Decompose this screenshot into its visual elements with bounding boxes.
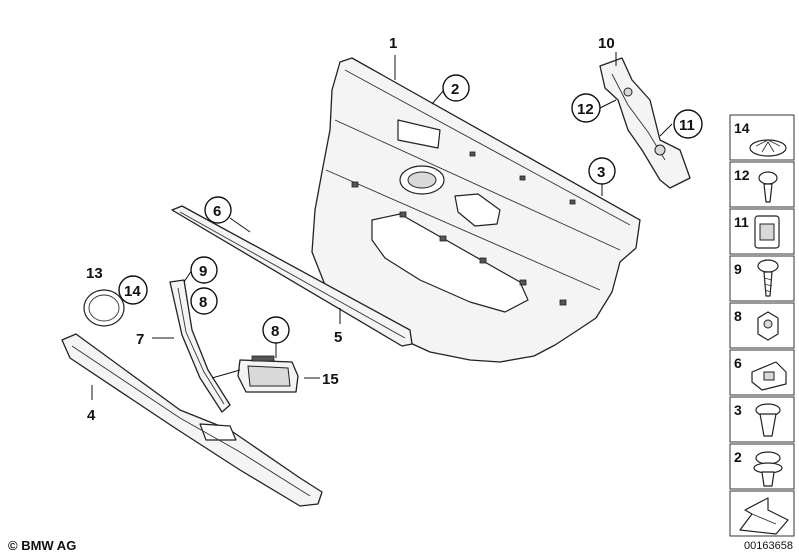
door-bracket bbox=[599, 57, 691, 189]
callout-10: 10 bbox=[598, 35, 615, 52]
legend-label-8: 8 bbox=[734, 308, 742, 324]
armrest-trim bbox=[61, 333, 323, 507]
legend-label-2: 2 bbox=[734, 449, 742, 465]
legend-box-12 bbox=[729, 161, 795, 208]
expanding-rivet-icon bbox=[749, 139, 787, 157]
push-clip-icon bbox=[753, 451, 783, 487]
callout-11: 11 bbox=[679, 117, 695, 134]
trim-strip bbox=[171, 205, 413, 347]
callout-2: 2 bbox=[451, 81, 459, 98]
diagram-id: 00163658 bbox=[744, 540, 793, 552]
callout-13: 13 bbox=[86, 265, 103, 282]
callout-8-upper: 8 bbox=[199, 294, 207, 311]
callout-8-lower: 8 bbox=[271, 323, 279, 340]
callout-4: 4 bbox=[87, 407, 96, 424]
callout-1: 1 bbox=[389, 35, 397, 52]
legend-label-11: 11 bbox=[734, 214, 749, 230]
legend-label-3: 3 bbox=[734, 402, 742, 418]
callout-15: 15 bbox=[322, 371, 339, 388]
legend-label-6: 6 bbox=[734, 355, 742, 371]
door-handle bbox=[211, 355, 299, 393]
pull-handle bbox=[169, 279, 231, 413]
screw-icon bbox=[757, 259, 779, 297]
legend-label-14: 14 bbox=[734, 120, 750, 136]
arrow-wedge-icon bbox=[739, 497, 789, 535]
hex-nut-icon bbox=[757, 311, 779, 341]
legend-label-12: 12 bbox=[734, 167, 750, 183]
leader-lines bbox=[91, 52, 673, 400]
callout-14: 14 bbox=[124, 283, 141, 300]
callout-7: 7 bbox=[136, 331, 144, 348]
copyright-text: © BMW AG bbox=[8, 538, 77, 553]
clip-nut-icon bbox=[754, 215, 780, 249]
callout-5: 5 bbox=[334, 329, 342, 346]
spring-clip-icon bbox=[751, 361, 787, 391]
callout-6: 6 bbox=[213, 203, 221, 220]
screw-clip-icon bbox=[758, 171, 778, 203]
callout-12: 12 bbox=[577, 101, 594, 118]
plastic-rivet-icon bbox=[755, 403, 781, 437]
callouts: 1 2 3 4 5 6 7 8 8 9 10 11 12 13 14 15 bbox=[86, 35, 703, 424]
callout-3: 3 bbox=[597, 164, 605, 181]
legend-box-2 bbox=[729, 443, 795, 490]
callout-9: 9 bbox=[199, 263, 207, 280]
fastener-legend: 14 12 11 9 8 bbox=[729, 114, 795, 537]
legend-label-9: 9 bbox=[734, 261, 742, 277]
round-cover bbox=[83, 289, 125, 327]
door-trim-panel bbox=[311, 57, 641, 363]
